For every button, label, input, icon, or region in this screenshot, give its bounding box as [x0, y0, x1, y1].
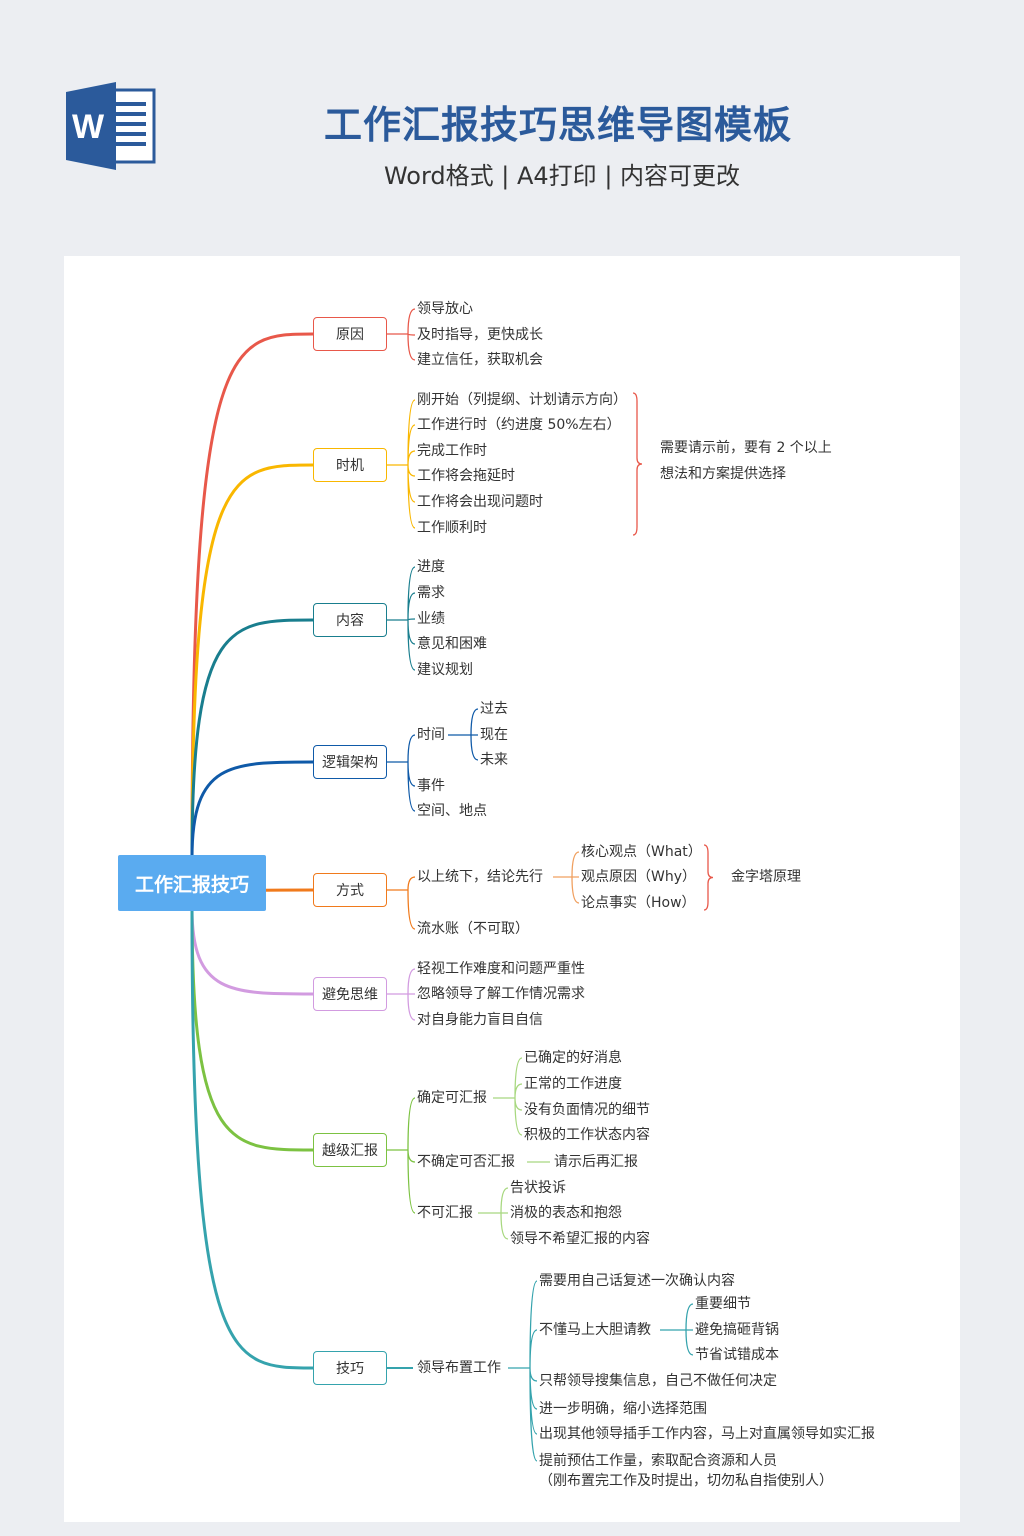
- node-text: 以上统下，结论先行: [417, 869, 543, 885]
- node-text: 建立信任，获取机会: [417, 352, 543, 368]
- node-text: 正常的工作进度: [524, 1076, 622, 1092]
- page-title: 工作汇报技巧思维导图模板: [323, 103, 792, 147]
- node-text: 及时指导，更快成长: [417, 327, 543, 343]
- node-text: 完成工作时: [417, 443, 487, 459]
- svg-text:W: W: [72, 108, 105, 146]
- node-text: 核心观点（What）: [581, 844, 702, 860]
- root-node: 工作汇报技巧: [118, 855, 266, 911]
- node-text: 出现其他领导插手工作内容，马上对直属领导如实汇报: [539, 1426, 875, 1442]
- node-text: 业绩: [417, 611, 445, 627]
- node-text: 不懂马上大胆请教: [539, 1322, 651, 1338]
- node-text: 工作将会拖延时: [417, 468, 515, 484]
- note-text: 需要请示前，要有 2 个以上: [660, 440, 832, 456]
- node-text: 建议规划: [417, 662, 473, 678]
- word-logo-icon: W: [64, 82, 156, 170]
- node-text: 不可汇报: [417, 1205, 473, 1221]
- node-text: 过去: [480, 701, 508, 717]
- node-text: 时间: [417, 727, 445, 743]
- node-text: 只帮领导搜集信息，自己不做任何决定: [539, 1373, 777, 1389]
- node-text: 提前预估工作量，索取配合资源和人员: [539, 1453, 777, 1469]
- node-text: 重要细节: [695, 1296, 751, 1312]
- branch-node: 方式: [313, 873, 387, 907]
- branch-node: 原因: [313, 317, 387, 351]
- node-text: 空间、地点: [417, 803, 487, 819]
- branch-node: 避免思维: [313, 977, 387, 1011]
- node-text: 领导不希望汇报的内容: [510, 1231, 650, 1247]
- note-text: 想法和方案提供选择: [660, 466, 786, 482]
- node-text: 进度: [417, 559, 445, 575]
- node-text: 轻视工作难度和问题严重性: [417, 961, 585, 977]
- node-text: 工作进行时（约进度 50%左右）: [417, 417, 621, 433]
- node-text: 观点原因（Why）: [581, 869, 697, 885]
- node-text: 进一步明确，缩小选择范围: [539, 1401, 707, 1417]
- branch-node: 技巧: [313, 1351, 387, 1385]
- node-text: 领导布置工作: [417, 1360, 501, 1376]
- node-text: 工作顺利时: [417, 520, 487, 536]
- branch-node: 越级汇报: [313, 1133, 387, 1167]
- node-text: 未来: [480, 752, 508, 768]
- node-text: 对自身能力盲目自信: [417, 1012, 543, 1028]
- page-subtitle: Word格式 | A4打印 | 内容可更改: [383, 162, 741, 190]
- node-text: 需要用自己话复述一次确认内容: [539, 1273, 735, 1289]
- node-text: 领导放心: [417, 301, 473, 317]
- node-text: 忽略领导了解工作情况需求: [417, 986, 585, 1002]
- node-text: 需求: [417, 585, 445, 601]
- node-text: 刚开始（列提纲、计划请示方向）: [417, 392, 627, 408]
- note-text: 金字塔原理: [731, 869, 801, 885]
- node-text: 告状投诉: [510, 1180, 566, 1196]
- branch-node: 时机: [313, 448, 387, 482]
- branch-node: 逻辑架构: [313, 745, 387, 779]
- node-text: 没有负面情况的细节: [524, 1102, 650, 1118]
- node-text: 避免搞砸背锅: [695, 1322, 779, 1338]
- node-text: 论点事实（How）: [581, 895, 696, 911]
- node-text: 积极的工作状态内容: [524, 1127, 650, 1143]
- node-text: 不确定可否汇报: [417, 1154, 515, 1170]
- node-text: 现在: [480, 727, 508, 743]
- node-text: 流水账（不可取）: [417, 921, 529, 937]
- node-text: 事件: [417, 778, 445, 794]
- node-text: 已确定的好消息: [524, 1050, 622, 1066]
- node-text: 消极的表态和抱怨: [510, 1205, 622, 1221]
- branch-node: 内容: [313, 603, 387, 637]
- node-text: 确定可汇报: [417, 1090, 487, 1106]
- node-text: （刚布置完工作及时提出，切勿私自指使别人）: [539, 1473, 833, 1489]
- node-text: 节省试错成本: [695, 1347, 779, 1363]
- node-text: 工作将会出现问题时: [417, 494, 543, 510]
- node-text: 请示后再汇报: [554, 1154, 638, 1170]
- node-text: 意见和困难: [417, 636, 487, 652]
